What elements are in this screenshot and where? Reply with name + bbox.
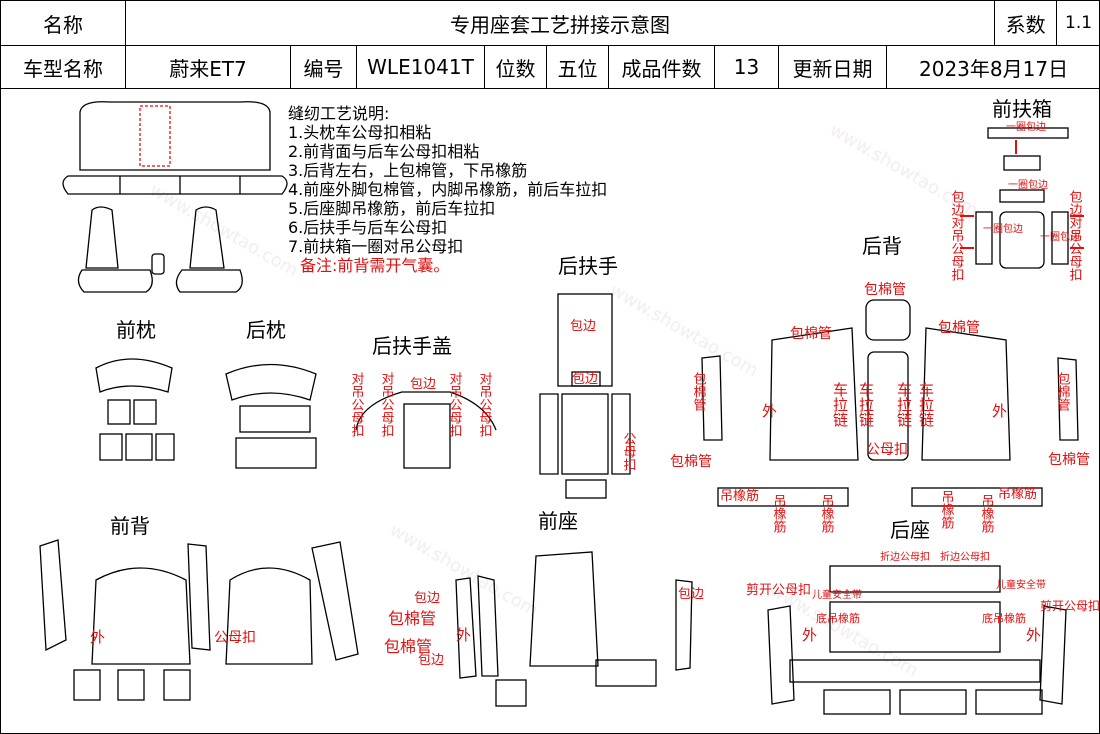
- notes-item: 6.后扶手与后车公母扣: [288, 218, 448, 237]
- anno-di-diao: 底吊橡筋: [816, 611, 860, 625]
- anno-diao-xiang-jin: 吊橡筋: [998, 486, 1037, 502]
- anno-wai: 外: [1026, 626, 1041, 644]
- anno-bao-bian-dui-diao: 包边对吊公母扣: [949, 190, 965, 281]
- label-front-seat: 前座: [538, 509, 578, 533]
- notes-item: 5.后座脚吊橡筋，前后车拉扣: [288, 199, 496, 218]
- anno-dui-diao: 对吊公母扣: [447, 372, 463, 437]
- anno-bao-bian: 包边: [410, 377, 436, 392]
- anno-dui-diao: 对吊公母扣: [379, 372, 395, 437]
- anno-che-la-lian: 车拉链: [831, 382, 849, 427]
- anno-bao-bian: 包边: [572, 372, 598, 387]
- anno-che-la-lian: 车拉链: [895, 382, 913, 427]
- front-headrest-pattern: [95, 358, 175, 461]
- series-value: 1.1: [1056, 0, 1100, 46]
- anno-dui-diao: 对吊公母扣: [349, 372, 365, 437]
- anno-wai: 外: [802, 626, 817, 644]
- sewing-notes: 缝纫工艺说明: 1.头枕车公母扣相粘 2.前背面与后车公母扣相粘 3.后背左右，…: [288, 104, 607, 275]
- model-label: 车型名称: [0, 45, 126, 89]
- anno-jian-kai: 剪开公母扣: [746, 582, 811, 598]
- anno-bao-mian-guan: 包棉管: [384, 637, 432, 656]
- rear-seat-pattern: [767, 565, 1067, 715]
- anno-bao-mian-guan: 包棉管: [691, 372, 707, 412]
- date-value: 2023年8月17日: [885, 45, 1100, 89]
- anno-bao-bian: 包边: [570, 319, 596, 334]
- anno-gong-mu-kou: 公母扣: [621, 432, 637, 471]
- anno-bao-bian: 包边: [678, 587, 704, 602]
- annotation-labels: 包边 包边 包边 包边 包边 包边 一圈包边 一圈包边 一圈包边 一圈包边 包棉…: [90, 120, 1100, 668]
- anno-dui-diao: 对吊公母扣: [477, 372, 493, 437]
- anno-che-la-lian: 车拉链: [917, 382, 935, 427]
- header-table: 名称 专用座套工艺拼接示意图 系数 1.1 车型名称 蔚来ET7 编号 WLE1…: [0, 0, 1100, 89]
- anno-bao-mian-guan: 包棉管: [938, 319, 980, 336]
- doc-title: 专用座套工艺拼接示意图: [124, 0, 996, 46]
- anno-child-seat: 儿童安全带: [812, 588, 862, 601]
- code-value: WLE1041T: [356, 45, 485, 89]
- anno-diao-xiang-jin: 吊橡筋: [979, 494, 995, 533]
- label-front-box: 前扶箱: [992, 97, 1052, 121]
- anno-che-la-lian: 车拉链: [857, 382, 875, 427]
- anno-gong-mu-kou: 公母扣: [214, 630, 256, 646]
- anno-zhe-bian: 折边公母扣: [880, 550, 930, 563]
- anno-yi-quan-bao-bian: 一圈包边: [983, 222, 1023, 235]
- anno-bao-mian-guan: 包棉管: [388, 609, 436, 628]
- anno-wai: 外: [90, 628, 105, 646]
- model-value: 蔚来ET7: [125, 45, 291, 89]
- rear-back-pattern: [701, 299, 1079, 507]
- notes-item: 7.前扶箱一圈对吊公母扣: [288, 237, 464, 256]
- pieces-label: 成品件数: [608, 45, 715, 89]
- anno-yi-quan-bao-bian: 一圈包边: [1008, 178, 1048, 191]
- front-seats-overview: [77, 206, 243, 293]
- vertical-annotations: 对吊公母扣 对吊公母扣 对吊公母扣 对吊公母扣 包边对吊公母扣 包边对吊公母扣 …: [349, 190, 1083, 533]
- anno-diao-xiang-jin: 吊橡筋: [720, 488, 759, 504]
- anno-yi-quan-bao-bian: 一圈包边: [1040, 230, 1080, 243]
- rear-armrest-pattern: [539, 293, 631, 499]
- rear-headrest-pattern: [225, 363, 317, 469]
- anno-jian-kai: 剪开公母扣: [1040, 598, 1100, 613]
- label-front-headrest: 前枕: [116, 318, 156, 342]
- anno-bao-mian-guan: 包棉管: [864, 281, 906, 298]
- anno-di-diao: 底吊橡筋: [982, 611, 1026, 625]
- armrest-lid-pattern: [355, 391, 497, 469]
- anno-zhe-bian: 折边公母扣: [940, 550, 990, 563]
- anno-wai: 外: [992, 402, 1007, 420]
- anno-diao-xiang-jin: 吊橡筋: [939, 490, 955, 529]
- anno-bao-mian-guan: 包棉管: [670, 453, 712, 470]
- code-label: 编号: [290, 45, 357, 89]
- notes-item: 4.前座外脚包棉管，内脚吊橡筋，前后车拉扣: [288, 180, 608, 199]
- rear-bench-overview: [62, 101, 288, 195]
- anno-bao-mian-guan: 包棉管: [790, 325, 832, 342]
- label-rear-headrest: 后枕: [246, 318, 286, 342]
- notes-title: 缝纫工艺说明:: [288, 104, 390, 123]
- anno-bao-bian: 包边: [418, 653, 444, 668]
- anno-bao-bian-dui-diao: 包边对吊公母扣: [1067, 190, 1083, 281]
- anno-diao-xiang-jin: 吊橡筋: [819, 494, 835, 533]
- anno-wai: 外: [456, 626, 471, 644]
- seats-value: 五位: [546, 45, 609, 89]
- front-seat-pattern: [455, 551, 693, 707]
- front-box-pattern: [975, 127, 1069, 269]
- anno-yi-quan-bao-bian: 一圈包边: [1006, 120, 1046, 133]
- anno-wai: 外: [762, 402, 777, 420]
- anno-diao-xiang-jin: 吊橡筋: [771, 494, 787, 533]
- label-armrest-lid: 后扶手盖: [372, 334, 452, 358]
- anno-bao-bian: 包边: [414, 591, 440, 606]
- notes-remark: 备注:前背需开气囊。: [300, 256, 450, 275]
- notes-item: 2.前背面与后车公母扣相粘: [288, 142, 480, 161]
- date-label: 更新日期: [778, 45, 887, 89]
- anno-bao-mian-guan: 包棉管: [1048, 451, 1090, 468]
- label-front-back: 前背: [110, 514, 150, 538]
- label-rear-back: 后背: [862, 234, 902, 258]
- anno-bao-mian-guan: 包棉管: [1055, 372, 1071, 412]
- pieces-value: 13: [714, 45, 779, 89]
- annotation-arrows: [960, 140, 1084, 249]
- anno-child-seat: 儿童安全带: [996, 578, 1046, 591]
- notes-item: 1.头枕车公母扣相粘: [288, 123, 432, 142]
- notes-item: 3.后背左右，上包棉管，下吊橡筋: [288, 161, 528, 180]
- anno-gong-mu-kou: 公母扣: [866, 442, 908, 458]
- front-back-pattern: [39, 539, 359, 701]
- seats-label: 位数: [484, 45, 547, 89]
- label-rear-seat: 后座: [890, 518, 930, 542]
- label-rear-armrest: 后扶手: [558, 254, 618, 278]
